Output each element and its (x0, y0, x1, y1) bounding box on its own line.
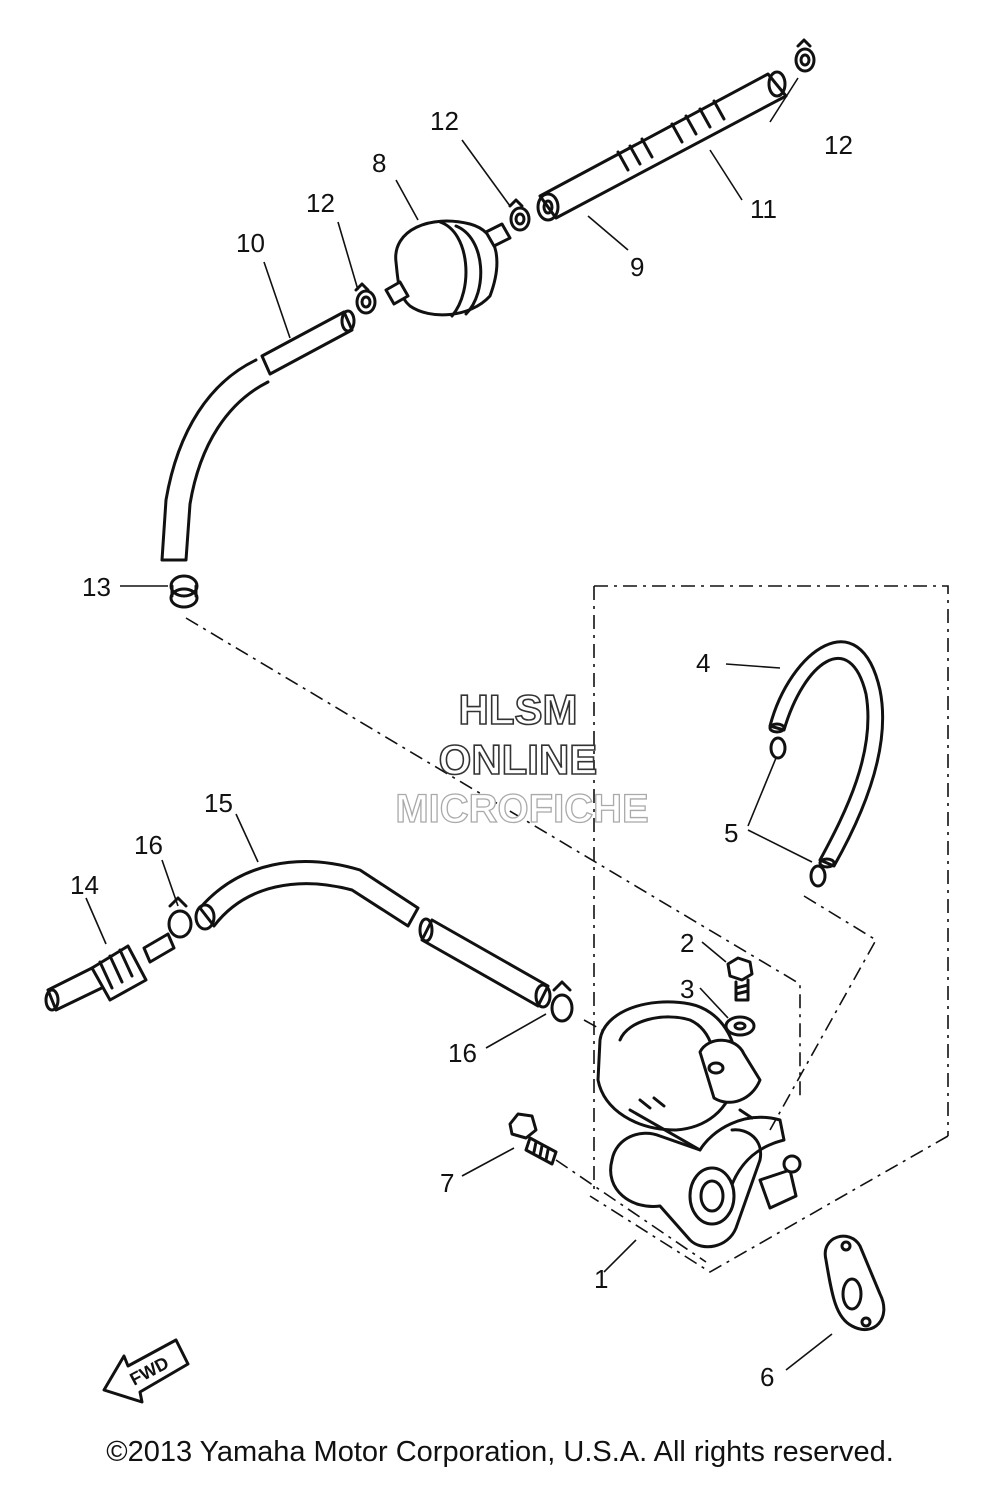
leader-lines (85, 77, 833, 1371)
label-16-upper: 16 (134, 830, 163, 860)
label-10: 10 (236, 228, 265, 258)
label-11: 11 (750, 194, 777, 224)
fwd-arrow-icon (102, 1338, 190, 1404)
clamp-16-lower (550, 980, 574, 1023)
fuel-hose-15 (194, 860, 552, 1009)
label-4: 4 (696, 648, 710, 678)
watermark-line1: HLSM (459, 686, 578, 733)
label-15: 15 (204, 788, 233, 818)
label-6: 6 (760, 1362, 774, 1392)
clamp-13 (169, 574, 199, 609)
bolt-7 (508, 1112, 558, 1166)
vent-hose-4 (768, 640, 885, 869)
copyright-notice: ©2013 Yamaha Motor Corporation, U.S.A. A… (106, 1436, 894, 1468)
clamp-12-mid (508, 198, 531, 232)
washer-3 (724, 1015, 756, 1037)
fuel-pump-1 (596, 1000, 802, 1249)
clamp-16-upper (167, 896, 193, 939)
outlet-pipe-11 (536, 70, 788, 222)
label-14: 14 (70, 870, 99, 900)
assembly-boundary (185, 585, 949, 1273)
clamp-12-top (794, 38, 816, 73)
fuel-joint-14 (44, 932, 176, 1012)
clamp-12-low (354, 282, 377, 315)
gasket-6 (823, 1234, 886, 1332)
label-5: 5 (724, 818, 738, 848)
label-9: 9 (630, 252, 644, 282)
label-16-lower: 16 (448, 1038, 477, 1068)
watermark-line2: ONLINE (439, 736, 598, 783)
screw-2 (726, 956, 754, 1002)
label-2: 2 (680, 928, 694, 958)
clip-5-upper (769, 736, 787, 760)
hose-10 (160, 309, 356, 562)
label-12-top: 12 (824, 130, 853, 160)
clip-5-lower (809, 864, 827, 888)
label-7: 7 (440, 1168, 454, 1198)
watermark-line3: MICROFICHE (395, 787, 648, 831)
label-3: 3 (680, 974, 694, 1004)
watermark: HLSM ONLINE MICROFICHE (395, 685, 650, 831)
label-8: 8 (372, 148, 386, 178)
label-12-mid: 12 (430, 106, 459, 136)
label-12-low: 12 (306, 188, 335, 218)
fuel-filter-8 (384, 219, 512, 318)
label-13: 13 (82, 572, 111, 602)
label-1: 1 (594, 1264, 608, 1294)
